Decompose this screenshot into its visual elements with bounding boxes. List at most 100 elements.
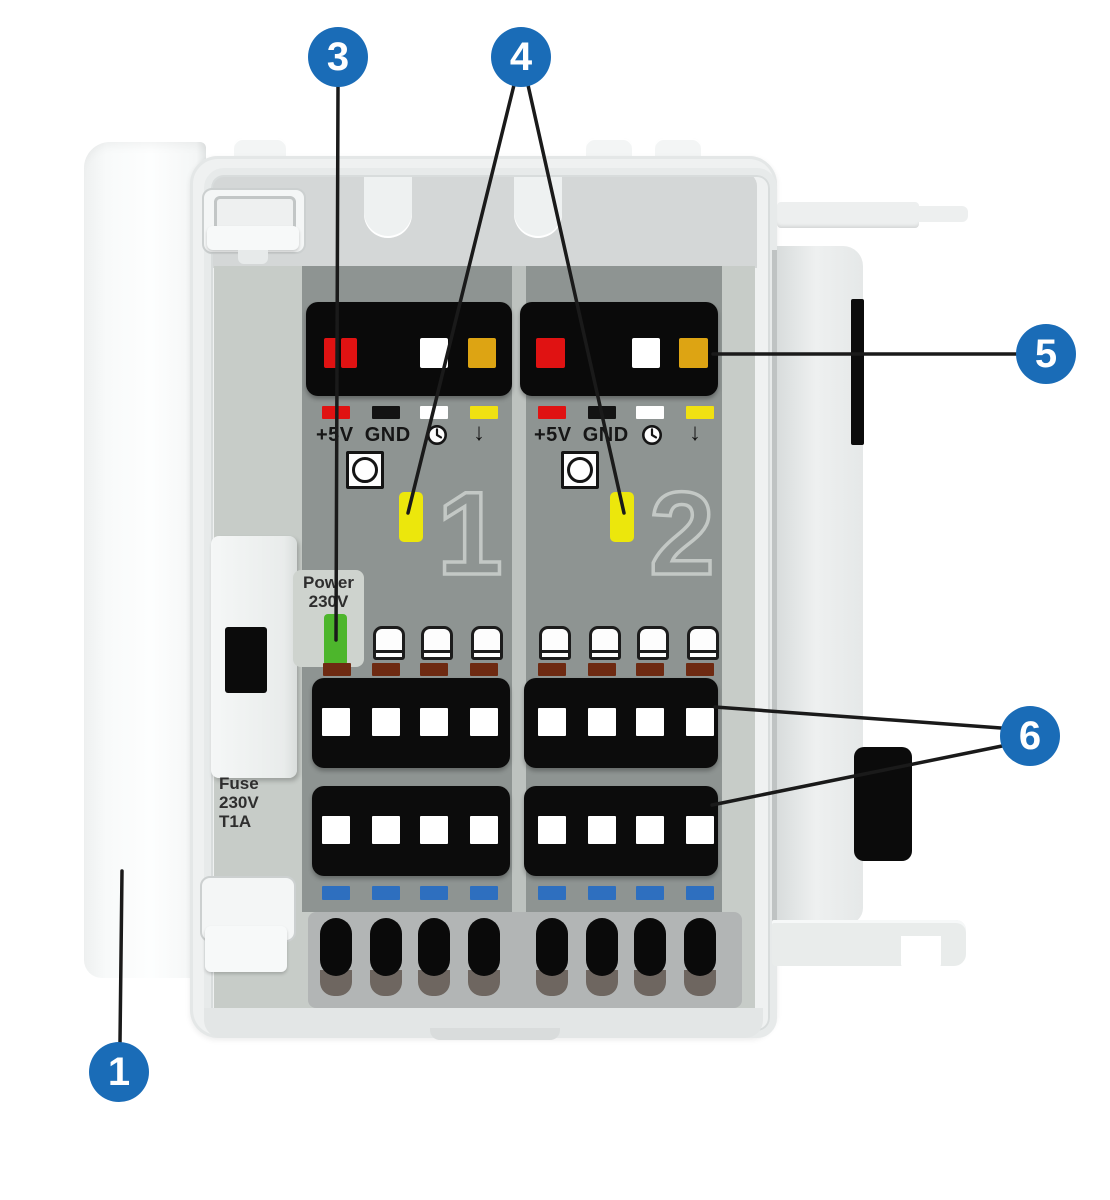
channel-2-connector-wire-mark <box>679 338 708 368</box>
fuse-label-line3: T1A <box>219 812 252 831</box>
channel-1-connector-wire-mark <box>324 338 338 368</box>
channel-1-connector-wire-mark <box>341 338 357 368</box>
channel-2-clock-icon <box>640 423 664 447</box>
channel-2-io-header: +5V GND <box>534 424 629 446</box>
callout-1-number: 1 <box>107 1049 131 1094</box>
channel-1-led <box>399 492 423 542</box>
channel-2-color-pad <box>636 406 664 419</box>
channel-1-cable-entry-slot <box>418 918 450 976</box>
channel-2-brown-pad <box>686 663 714 676</box>
fuse-label: Fuse 230V T1A <box>219 774 259 831</box>
callout-1: 1 <box>89 1042 149 1102</box>
channel-2-brown-pad <box>538 663 566 676</box>
housing-top-tab <box>655 138 701 160</box>
channel-2-lamp-icon <box>539 626 571 660</box>
channel-1-clock-icon <box>425 423 449 447</box>
channel-1-output-arrow-icon: ↓ <box>473 419 485 446</box>
channel-1-numeral: 1 <box>425 466 515 602</box>
channel-1-cable-entry-slot <box>468 918 500 976</box>
channel-1-numeral-text: 1 <box>437 474 503 586</box>
channel-2-output-arrow-icon: ↓ <box>689 419 701 446</box>
channel-1-color-pad <box>322 406 350 419</box>
channel-2-terminal-opening <box>538 708 566 736</box>
channel-1-lamp-icon <box>373 626 405 660</box>
channel-2-lamp-icon <box>589 626 621 660</box>
channel-2-cable-entry-slot <box>536 918 568 976</box>
channel-2-terminal-opening <box>588 816 616 844</box>
channel-1-test-button-circle <box>352 457 378 483</box>
channel-2-terminal-opening <box>686 708 714 736</box>
callout-5-number: 5 <box>1034 331 1058 376</box>
power-label-line1: Power <box>302 573 355 592</box>
channel-2-terminal-opening <box>636 816 664 844</box>
channel-1-blue-pad <box>322 886 350 900</box>
callout-6: 6 <box>1000 706 1060 766</box>
channel-2-terminal-opening <box>588 708 616 736</box>
channel-2-terminal-opening <box>636 708 664 736</box>
callout-4: 4 <box>491 27 551 87</box>
channel-2-connector-wire-mark <box>632 338 660 368</box>
fuse-holder-opening <box>225 627 267 693</box>
channel-2-terminal-opening <box>538 816 566 844</box>
rear-housing-side <box>777 246 863 924</box>
channel-1-lamp-icon <box>471 626 503 660</box>
channel-1-color-pad <box>372 406 400 419</box>
channel-1-terminal-opening <box>470 708 498 736</box>
channel-2-color-pad <box>538 406 566 419</box>
channel-2-lamp-icon <box>687 626 719 660</box>
callout-5: 5 <box>1016 324 1076 384</box>
fuse-label-line1: Fuse <box>219 774 259 793</box>
front-cover-panel <box>84 142 206 978</box>
din-rail-clip-tip <box>916 206 968 222</box>
side-connector-block <box>854 747 912 861</box>
cover-latch-top-tab <box>238 250 268 264</box>
callout-4-number: 4 <box>509 34 533 79</box>
channel-1-blue-pad <box>372 886 400 900</box>
housing-seam <box>772 250 778 922</box>
channel-2-numeral: 2 <box>637 466 727 602</box>
channel-2-cable-entry-slot <box>684 918 716 976</box>
channel-2-color-pad <box>686 406 714 419</box>
channel-1-terminal-opening <box>322 816 350 844</box>
channel-1-terminal-opening <box>420 816 448 844</box>
channel-1-cable-entry-slot <box>370 918 402 976</box>
channel-1-color-pad <box>470 406 498 419</box>
channel-1-io-header: +5V GND <box>316 424 411 446</box>
power-label: Power 230V <box>293 573 364 611</box>
power-label-line2: 230V <box>308 592 349 611</box>
channel-1-brown-pad <box>470 663 498 676</box>
channel-1-connector-wire-mark <box>420 338 448 368</box>
channel-2-led <box>610 492 634 542</box>
channel-2-brown-pad <box>588 663 616 676</box>
mounting-hole <box>364 170 412 238</box>
channel-2-test-button-icon <box>561 451 599 489</box>
cover-latch-bottom-slide <box>205 926 287 972</box>
channel-2-brown-pad <box>636 663 664 676</box>
channel-2-color-pad <box>588 406 616 419</box>
channel-1-cable-entry-slot <box>320 918 352 976</box>
channel-2-terminal-opening <box>686 816 714 844</box>
din-rail-clip <box>777 202 919 228</box>
mounting-foot-notch <box>901 936 941 968</box>
channel-1-brown-pad <box>323 663 351 676</box>
callout-3-number: 3 <box>326 34 350 79</box>
channel-2-blue-pad <box>686 886 714 900</box>
channel-1-terminal-opening <box>322 708 350 736</box>
housing-top-tab <box>234 138 286 160</box>
channel-1-terminal-opening <box>372 816 400 844</box>
channel-2-blue-pad <box>538 886 566 900</box>
channel-1-terminal-opening <box>470 816 498 844</box>
channel-1-brown-pad <box>420 663 448 676</box>
housing-bottom-tab <box>430 1028 560 1040</box>
channel-2-lamp-icon <box>637 626 669 660</box>
channel-2-connector-wire-mark <box>536 338 565 368</box>
channel-1-brown-pad <box>372 663 400 676</box>
channel-1-terminal-opening <box>420 708 448 736</box>
channel-1-test-button-icon <box>346 451 384 489</box>
channel-2-cable-entry-slot <box>586 918 618 976</box>
channel-2-blue-pad <box>636 886 664 900</box>
channel-2-blue-pad <box>588 886 616 900</box>
channel-2-test-button-circle <box>567 457 593 483</box>
callout-3: 3 <box>308 27 368 87</box>
